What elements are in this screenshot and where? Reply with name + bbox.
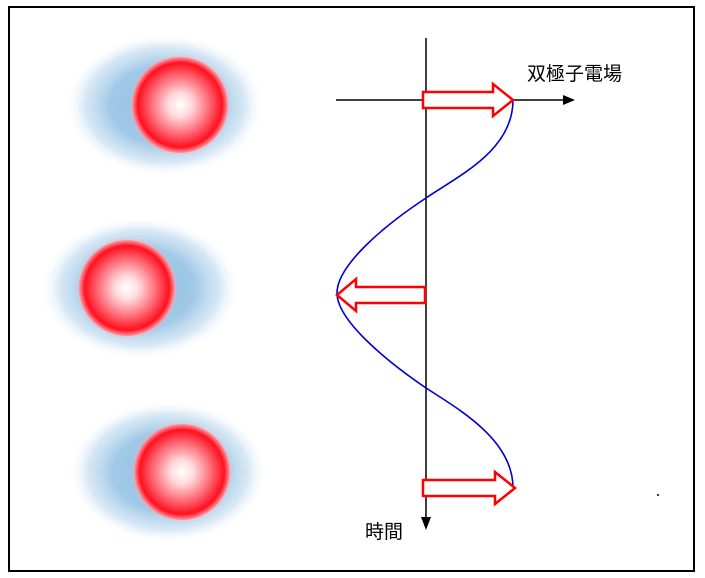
field-wave <box>336 99 514 489</box>
field-arrow-middle <box>335 276 427 314</box>
atom-middle <box>40 216 240 360</box>
time-axis-label: 時間 <box>365 521 403 543</box>
nucleus <box>132 57 228 153</box>
nucleus <box>134 424 230 520</box>
atom-top <box>65 33 265 177</box>
field-axis-label: 双極子電場 <box>527 63 622 85</box>
stray-dot <box>657 494 659 496</box>
field-axis-arrowhead <box>563 95 575 105</box>
atom-bottom <box>68 400 268 544</box>
field-arrow-top <box>421 81 516 119</box>
time-axis-arrowhead <box>421 517 431 530</box>
time-axis <box>421 38 431 530</box>
field-arrow-bottom <box>421 469 518 507</box>
nucleus <box>79 240 175 336</box>
